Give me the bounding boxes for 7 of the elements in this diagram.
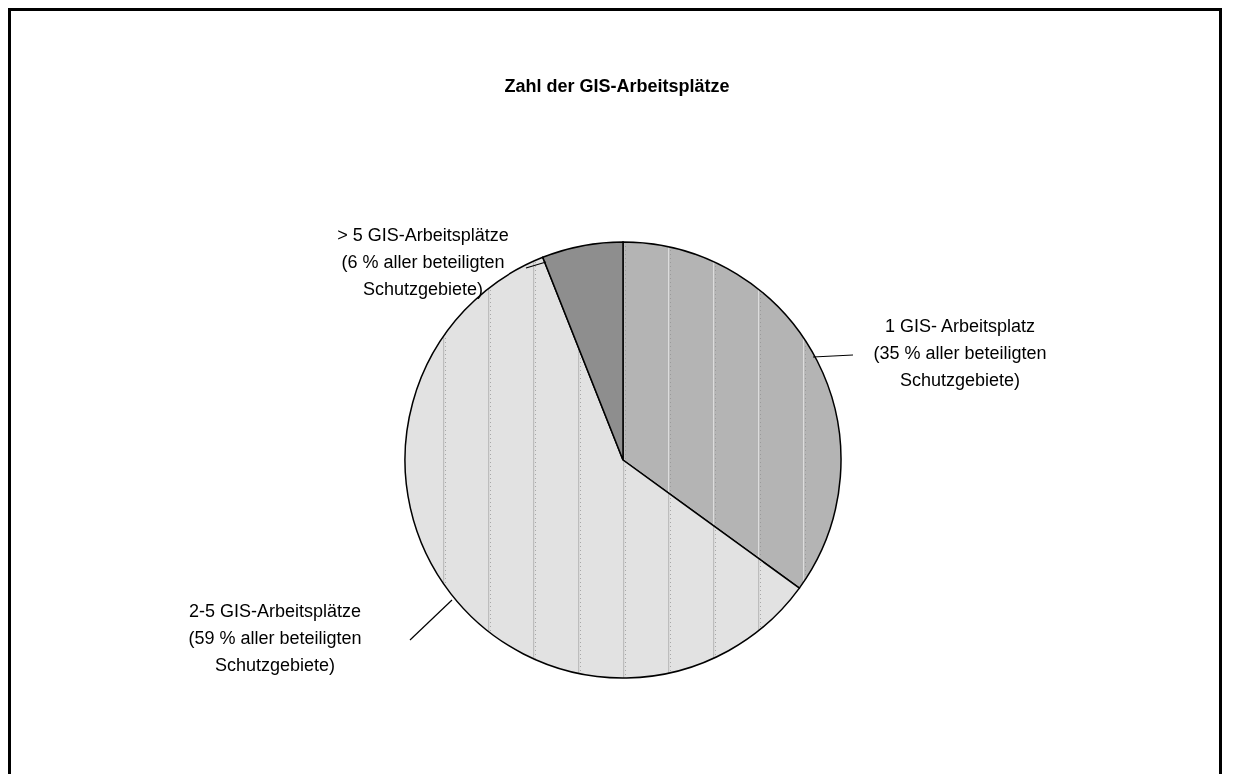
slice-label: 1 GIS- Arbeitsplatz [883,315,1037,338]
value-label: (59 % aller beteiligten Schutzgebiete) [187,627,363,677]
value-label: (35 % aller beteiligten Schutzgebiete) [872,342,1048,392]
slice-label: 2-5 GIS-Arbeitsplätze [187,600,363,623]
value-label: (6 % aller beteiligten Schutzgebiete) [340,251,506,301]
slice-label: > 5 GIS-Arbeitsplätze [336,224,510,247]
chart-title: Zahl der GIS-Arbeitsplätze [503,76,731,97]
